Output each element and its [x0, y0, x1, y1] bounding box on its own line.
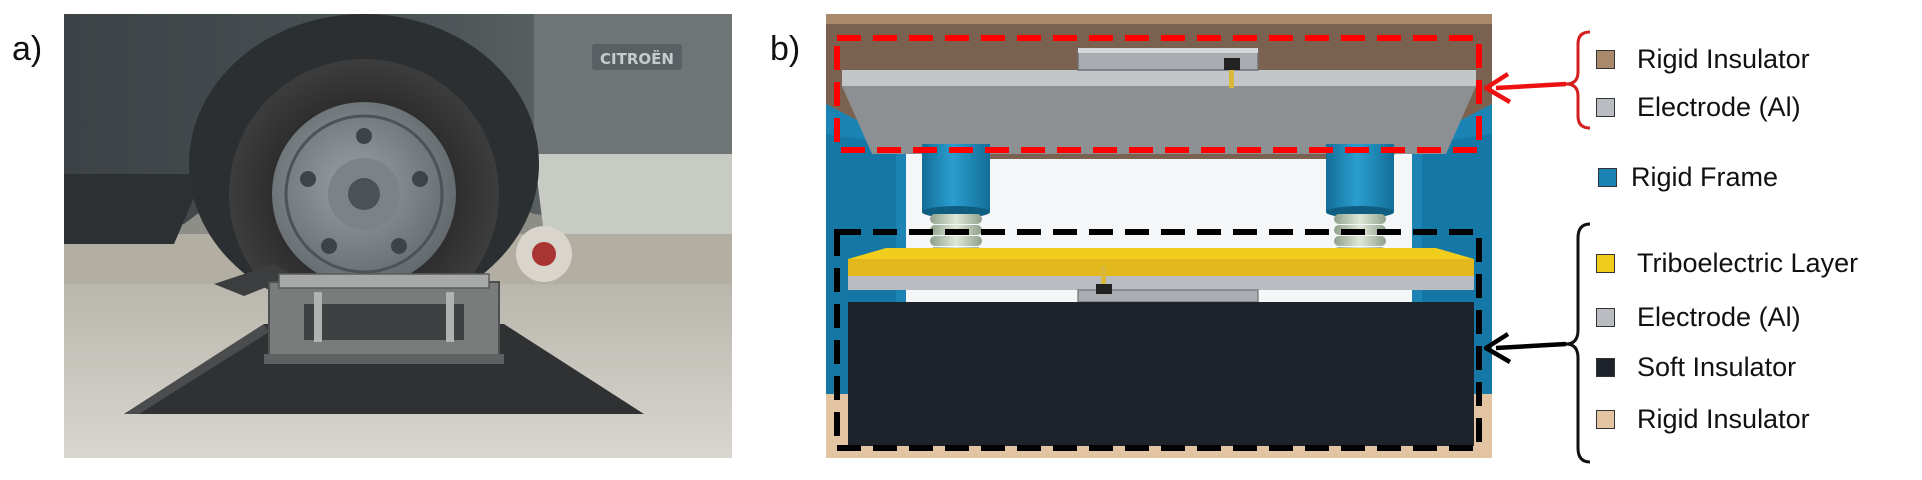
legend-label: Electrode (Al): [1637, 92, 1801, 122]
swatch-electrode: [1596, 98, 1615, 117]
bottom-electrode: [848, 276, 1474, 290]
bottom-bracket: [1565, 222, 1591, 464]
top-dashed-box: [834, 35, 1482, 153]
legend-triboelectric-layer: Triboelectric Layer: [1596, 248, 1858, 279]
device-cross-section-schematic: [826, 14, 1492, 458]
legend-label: Rigid Insulator: [1637, 404, 1810, 434]
panel-label-b: b): [770, 30, 801, 68]
legend-label: Rigid Insulator: [1637, 44, 1810, 74]
panel-label-a: a): [12, 30, 43, 68]
spring-cylinder-left: [922, 144, 990, 212]
legend-label: Triboelectric Layer: [1637, 248, 1859, 278]
legend-bottom-electrode: Electrode (Al): [1596, 302, 1801, 333]
car-brand-text: CITROËN: [600, 49, 674, 68]
legend-rigid-frame: Rigid Frame: [1598, 162, 1778, 193]
swatch-rigid-frame: [1598, 168, 1617, 187]
top-arrow-icon: [1483, 72, 1567, 104]
legend-soft-insulator: Soft Insulator: [1596, 352, 1796, 383]
swatch-rigid-insulator: [1596, 50, 1615, 69]
legend-label: Electrode (Al): [1637, 302, 1801, 332]
soft-insulator: [848, 302, 1474, 446]
legend-label: Soft Insulator: [1637, 352, 1797, 382]
legend-top-rigid-insulator: Rigid Insulator: [1596, 44, 1810, 75]
legend-bottom-rigid-insulator: Rigid Insulator: [1596, 404, 1810, 435]
swatch-electrode: [1596, 308, 1615, 327]
spring-cylinder-right: [1326, 144, 1394, 212]
bottom-dashed-box: [834, 229, 1482, 451]
legend-top-electrode: Electrode (Al): [1596, 92, 1801, 123]
bottom-rigid-insulator: [826, 394, 1492, 458]
swatch-triboelectric: [1596, 254, 1615, 273]
top-bracket: [1565, 30, 1591, 130]
swatch-soft-insulator: [1596, 358, 1615, 377]
photo-car-wheel-on-device: CITROËN: [64, 14, 732, 458]
legend-label: Rigid Frame: [1631, 162, 1779, 192]
top-electrode: [842, 70, 1476, 154]
bottom-arrow-icon: [1483, 332, 1567, 364]
swatch-rigid-insulator: [1596, 410, 1615, 429]
